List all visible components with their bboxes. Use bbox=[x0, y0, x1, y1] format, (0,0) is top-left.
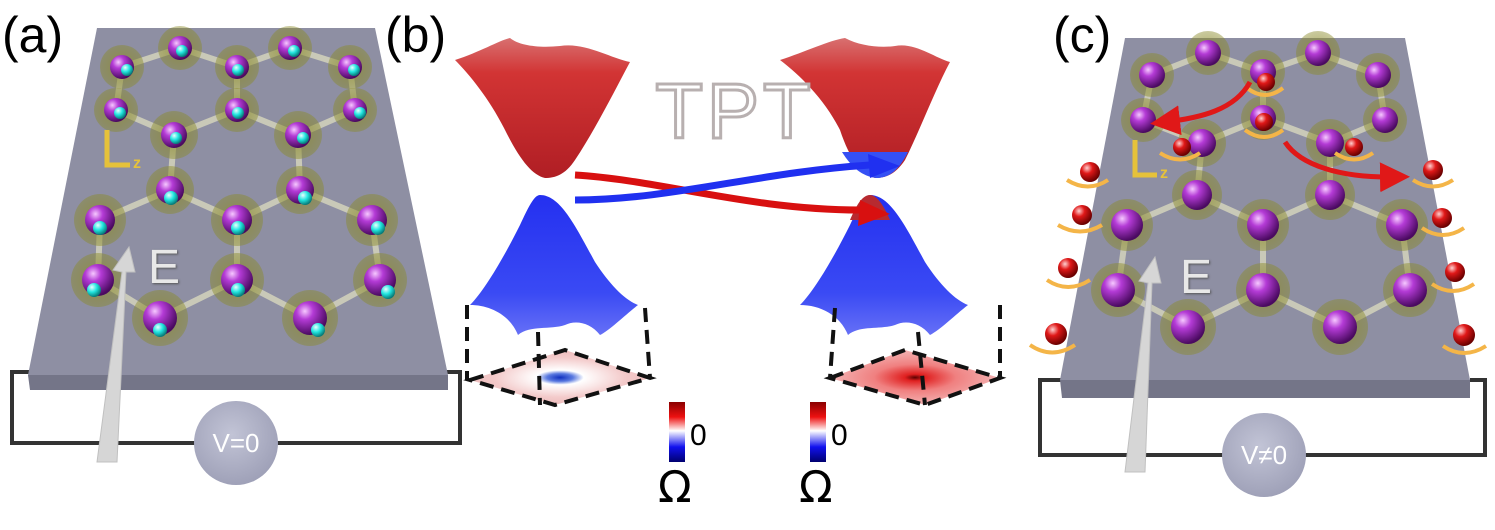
atom bbox=[210, 253, 264, 307]
colorbar-left bbox=[669, 402, 685, 462]
omega-label-left: Ω bbox=[658, 462, 692, 513]
conduction-band-right bbox=[780, 38, 950, 178]
electron bbox=[1420, 208, 1466, 237]
atom bbox=[1312, 299, 1368, 355]
atom bbox=[282, 290, 338, 346]
atom bbox=[268, 26, 312, 70]
electron bbox=[1065, 162, 1110, 189]
lz-subscript-a: z bbox=[133, 155, 141, 172]
electron bbox=[1333, 138, 1375, 162]
atom bbox=[1363, 98, 1407, 142]
projection-lines-right bbox=[823, 305, 1007, 408]
colorbar-left-zero: 0 bbox=[690, 419, 707, 452]
panel-label-a: (a) bbox=[2, 7, 64, 63]
atom bbox=[211, 194, 263, 246]
panel-label-b: (b) bbox=[385, 7, 447, 63]
electron bbox=[1243, 113, 1285, 139]
lz-label-c bbox=[1132, 140, 1157, 178]
atom bbox=[1376, 199, 1428, 251]
atom bbox=[274, 111, 322, 159]
orbiting-electrons bbox=[1028, 73, 1488, 355]
electron bbox=[1411, 160, 1455, 189]
arrow-blue bbox=[574, 161, 871, 204]
voltage-knob-a bbox=[194, 401, 278, 485]
curved-arrow-icon-left bbox=[1150, 80, 1253, 136]
atom bbox=[328, 45, 372, 89]
atom bbox=[74, 194, 126, 246]
atom bbox=[1160, 299, 1216, 355]
atom bbox=[150, 111, 198, 159]
panel-a bbox=[10, 26, 462, 485]
conduction-band-left bbox=[455, 38, 630, 178]
atom bbox=[276, 166, 324, 214]
atom bbox=[1121, 98, 1165, 142]
colorbar-right-zero: 0 bbox=[831, 419, 848, 452]
atom bbox=[1383, 263, 1437, 317]
atom bbox=[1101, 199, 1153, 251]
atom bbox=[1296, 31, 1340, 75]
atom bbox=[1356, 53, 1400, 97]
field-label-a: E bbox=[148, 241, 181, 294]
atom bbox=[1237, 199, 1289, 251]
voltage-label-c: V≠0 bbox=[1240, 440, 1288, 470]
electron bbox=[1028, 323, 1077, 355]
atom bbox=[1130, 53, 1174, 97]
atom bbox=[215, 88, 259, 132]
atom bbox=[132, 290, 188, 346]
projection-lines-left bbox=[463, 305, 657, 408]
electric-field-arrow-icon-c bbox=[1124, 255, 1162, 473]
brillouin-zone-left bbox=[470, 350, 650, 405]
panel-b: TPT 0 Ω 0 Ω bbox=[455, 38, 1007, 513]
atom bbox=[1186, 31, 1230, 75]
atom bbox=[1178, 119, 1226, 167]
valence-band-left bbox=[470, 195, 638, 335]
tpt-label: TPT bbox=[655, 67, 814, 155]
valence-band-right bbox=[800, 195, 968, 335]
atom bbox=[1305, 170, 1355, 220]
atom bbox=[146, 166, 194, 214]
electron bbox=[1245, 73, 1285, 97]
electric-field-arrow-icon-a bbox=[96, 245, 136, 463]
atom bbox=[215, 45, 259, 89]
electron bbox=[1158, 138, 1202, 162]
electron bbox=[1056, 205, 1104, 234]
atom bbox=[1236, 263, 1290, 317]
omega-label-right: Ω bbox=[799, 462, 833, 513]
lz-subscript-c: z bbox=[1160, 165, 1168, 182]
atom bbox=[158, 26, 202, 70]
lz-label-a bbox=[104, 130, 130, 168]
atom bbox=[333, 88, 377, 132]
voltage-knob-c bbox=[1222, 413, 1306, 497]
atom bbox=[100, 45, 144, 89]
voltage-label-a: V=0 bbox=[212, 428, 260, 458]
atom bbox=[1091, 263, 1145, 317]
atoms-c bbox=[1091, 31, 1437, 355]
atom bbox=[94, 88, 138, 132]
panel-c bbox=[1028, 31, 1488, 497]
electron bbox=[1045, 258, 1092, 289]
curved-arrow-icon-right bbox=[1282, 140, 1410, 193]
atoms-a bbox=[71, 26, 407, 346]
electron bbox=[1430, 262, 1476, 293]
atom bbox=[1172, 170, 1222, 220]
atom bbox=[71, 253, 125, 307]
arrow-red bbox=[574, 171, 861, 214]
electron bbox=[1441, 324, 1488, 355]
colorbar-right bbox=[810, 402, 826, 462]
field-label-c: E bbox=[1180, 251, 1213, 304]
panel-label-c: (c) bbox=[1053, 7, 1112, 63]
atom bbox=[353, 253, 407, 307]
atom bbox=[346, 194, 398, 246]
brillouin-zone-right bbox=[830, 350, 1000, 405]
